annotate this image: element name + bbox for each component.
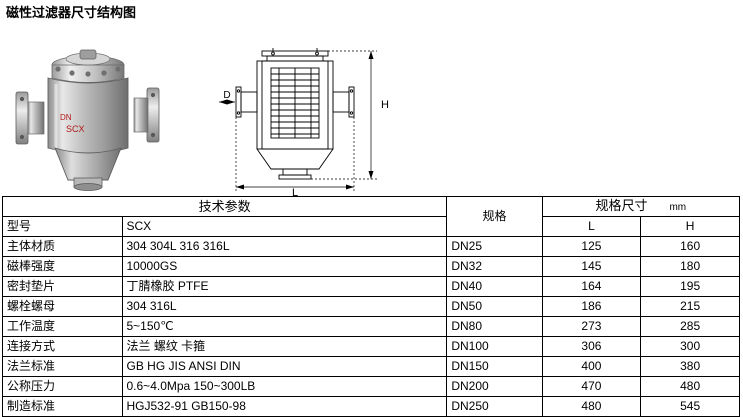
table-row: 工作温度 5~150℃ DN80 273 285 <box>2 316 740 337</box>
param-value: HGJ532-91 GB150-98 <box>121 396 448 417</box>
size-h: 180 <box>640 256 740 277</box>
param-value: 5~150℃ <box>121 316 448 337</box>
param-value: 丁腈橡胶 PTFE <box>121 276 448 297</box>
product-photo: DN SCX <box>8 28 203 191</box>
size-spec: DN25 <box>446 236 543 257</box>
page-title: 磁性过滤器尺寸结构图 <box>6 5 137 20</box>
table-row: 型号 SCX L H <box>2 216 740 237</box>
size-h: 160 <box>640 236 740 257</box>
header-spec: 规格 <box>446 196 543 237</box>
param-value: 0.6~4.0Mpa 150~300LB <box>121 376 448 397</box>
drawing-right-nozzle <box>332 86 355 118</box>
table-row: 磁棒强度 10000GS DN32 145 180 <box>2 256 740 277</box>
table-header-row: 技术参数 规格 规格尺寸 mm <box>1 196 741 237</box>
photo-dn-label: DN <box>60 113 72 122</box>
table-row: 主体材质 304 304L 316 316L DN25 125 160 <box>2 236 740 257</box>
size-spec: DN250 <box>446 396 543 417</box>
size-l: 400 <box>541 356 642 377</box>
table-row: 密封垫片 丁腈橡胶 PTFE DN40 164 195 <box>2 276 740 297</box>
photo-body-mark: SCX <box>66 124 85 134</box>
spec-table: 技术参数 规格 规格尺寸 mm 型号 SCX L H 主体材质 304 304L … <box>1 196 741 417</box>
dimension-h-label: H <box>381 99 389 111</box>
param-value: 304 304L 316 316L <box>121 236 448 257</box>
size-l: 306 <box>541 336 642 357</box>
param-label: 主体材质 <box>2 236 123 257</box>
param-value: 10000GS <box>121 256 448 277</box>
param-label: 密封垫片 <box>2 276 123 297</box>
size-h: 480 <box>640 376 740 397</box>
param-label: 磁棒强度 <box>2 256 123 277</box>
table-row: 公称压力 0.6~4.0Mpa 150~300LB DN200 470 480 <box>2 376 740 397</box>
param-label: 螺栓螺母 <box>2 296 123 317</box>
size-l: 125 <box>541 236 642 257</box>
drawing-left-nozzle <box>235 86 258 118</box>
size-spec: DN40 <box>446 276 543 297</box>
param-label: 型号 <box>2 216 123 237</box>
size-spec: DN32 <box>446 256 543 277</box>
header-size: 规格尺寸 mm <box>541 196 741 217</box>
param-label: 法兰标准 <box>2 356 123 377</box>
header-params: 技术参数 <box>1 196 448 217</box>
header-l: L <box>541 216 642 237</box>
size-l: 273 <box>541 316 642 337</box>
table-row: 制造标准 HGJ532-91 GB150-98 DN250 480 545 <box>2 396 740 417</box>
drawing-vessel <box>256 60 334 150</box>
table-row: 螺栓螺母 304 316L DN50 186 215 <box>2 296 740 317</box>
size-spec: DN50 <box>446 296 543 317</box>
photo-bottom <box>54 147 122 191</box>
param-label: 工作温度 <box>2 316 123 337</box>
size-l: 145 <box>541 256 642 277</box>
table-row: 法兰标准 GB HG JIS ANSI DIN DN150 400 380 <box>2 356 740 377</box>
param-value: SCX <box>121 216 448 237</box>
size-l: 480 <box>541 396 642 417</box>
size-spec: DN80 <box>446 316 543 337</box>
param-label: 制造标准 <box>2 396 123 417</box>
dimension-l-label: L <box>292 187 298 196</box>
photo-right-flange <box>133 87 160 143</box>
size-l: 186 <box>541 296 642 317</box>
param-value: GB HG JIS ANSI DIN <box>121 356 448 377</box>
size-l: 470 <box>541 376 642 397</box>
size-h: 215 <box>640 296 740 317</box>
size-spec: DN200 <box>446 376 543 397</box>
size-h: 545 <box>640 396 740 417</box>
figure-area: DN SCX <box>0 24 743 196</box>
param-label: 连接方式 <box>2 336 123 357</box>
table-row: 连接方式 法兰 螺纹 卡箍 DN100 306 300 <box>2 336 740 357</box>
header-h: H <box>640 216 740 237</box>
size-spec: DN150 <box>446 356 543 377</box>
size-h: 300 <box>640 336 740 357</box>
drawing-top-flange <box>261 48 329 62</box>
technical-drawing: D H L <box>205 24 405 196</box>
photo-left-flange <box>15 91 45 145</box>
size-spec: DN100 <box>446 336 543 357</box>
dimension-l <box>235 117 355 191</box>
size-h: 285 <box>640 316 740 337</box>
size-h: 380 <box>640 356 740 377</box>
param-value: 304 316L <box>121 296 448 317</box>
size-h: 195 <box>640 276 740 297</box>
dimension-d-label: D <box>223 90 230 101</box>
drawing-bottom <box>256 148 334 180</box>
param-value: 法兰 螺纹 卡箍 <box>121 336 448 357</box>
header-size-text: 规格尺寸 <box>595 198 648 213</box>
header-size-unit: mm <box>669 202 687 213</box>
dimension-h <box>311 50 377 180</box>
param-label: 公称压力 <box>2 376 123 397</box>
size-l: 164 <box>541 276 642 297</box>
dimension-d <box>219 99 235 105</box>
photo-top-cap <box>51 49 125 83</box>
